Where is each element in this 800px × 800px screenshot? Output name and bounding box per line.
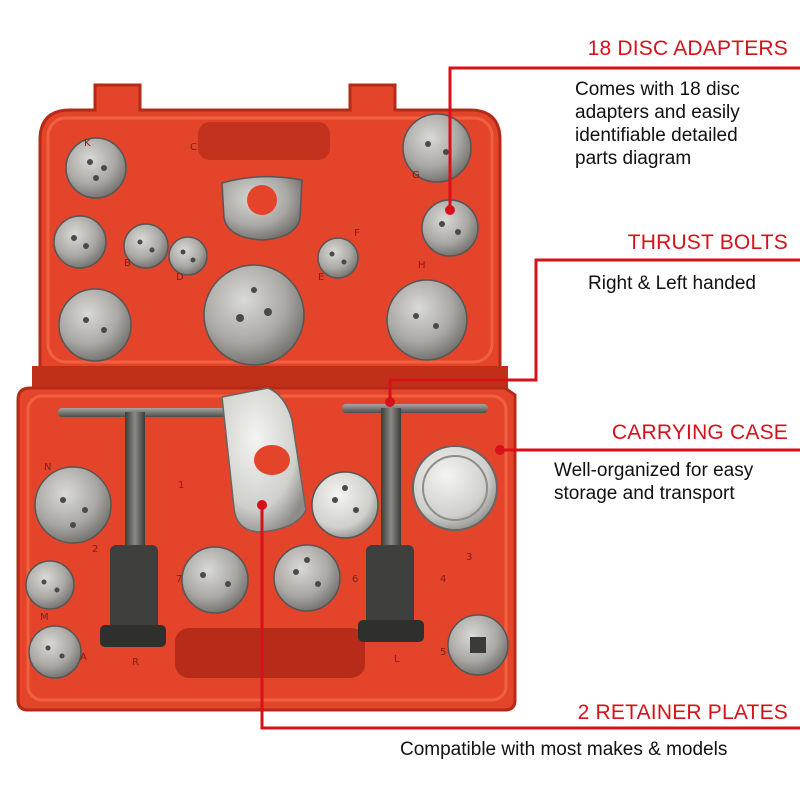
callout-heading: THRUST BOLTS (627, 231, 788, 254)
upper-mark: K (84, 138, 91, 149)
callout-dots (257, 205, 505, 510)
callout-heading: CARRYING CASE (611, 421, 788, 444)
square-drive-hole (470, 637, 486, 653)
disc-adapter (181, 546, 249, 614)
thrust-bolt-right-nut (358, 620, 424, 642)
description-line: Comes with 18 disc (575, 79, 740, 100)
upper-mark: C (190, 142, 197, 153)
disc-adapter (28, 625, 82, 679)
callout-description: Compatible with most makes & models (400, 738, 727, 761)
lower-mark: A (80, 652, 87, 663)
disc-adapter (203, 264, 305, 366)
retainer-plate-hole (254, 445, 290, 475)
case-hinge (32, 366, 508, 390)
upper-mark: G (412, 170, 420, 181)
thrust-bolt-left-nut (100, 625, 166, 647)
lid-handle-slot (198, 122, 330, 160)
disc-adapter (65, 137, 127, 199)
disc-adapters-lower (25, 387, 509, 679)
callout-heading: 18 DISC ADAPTERS (587, 37, 788, 60)
thrust-bolt-right-shaft (381, 408, 401, 548)
lower-mark: 1 (178, 480, 184, 491)
case-markings: K C B D E F G H N 1 2 M A R L 3 4 5 6 7 (40, 138, 472, 668)
disc-adapters-upper (53, 113, 479, 366)
description-line: parts diagram (575, 148, 692, 169)
lower-mark: 3 (466, 552, 472, 563)
upper-mark: D (176, 272, 184, 283)
description-line: Well-organized for easy (554, 460, 754, 481)
callout-heading: 2 RETAINER PLATES (577, 701, 788, 724)
lower-mark: R (132, 657, 139, 668)
callout-leaders (260, 66, 800, 730)
upper-mark: E (318, 272, 324, 283)
thrust-bolt-left-body (110, 545, 158, 635)
leader-thrust-bolts (388, 258, 800, 400)
thrust-bolt-right-body (366, 545, 414, 630)
description-line: Right & Left handed (588, 273, 756, 294)
disc-adapter (317, 237, 359, 279)
lower-mark: 6 (352, 574, 358, 585)
leader-dot (385, 397, 395, 407)
lower-mark: L (394, 654, 400, 665)
description-line: adapters and easily (575, 102, 740, 123)
callout-description: Well-organized for easy storage and tran… (554, 459, 753, 505)
disc-adapter (402, 113, 472, 183)
callout-description: Comes with 18 disc adapters and easily i… (575, 78, 740, 170)
thrust-bolt-right-handle (342, 404, 488, 413)
upper-mark: F (354, 228, 360, 239)
retainer-plate-hole (247, 185, 277, 215)
lower-mark: 7 (176, 574, 182, 585)
description-line: identifiable detailed (575, 125, 738, 146)
disc-adapter (412, 445, 498, 531)
base-handle-slot (175, 628, 365, 678)
disc-adapter (53, 215, 107, 269)
disc-details-lower (41, 485, 359, 659)
leader-dot (445, 205, 455, 215)
lower-mark: N (44, 462, 51, 473)
lower-mark: M (40, 612, 49, 623)
description-line: Compatible with most makes & models (400, 739, 728, 760)
disc-adapter (25, 560, 75, 610)
disc-adapter (123, 223, 169, 269)
leader-retainer-plates (260, 505, 800, 730)
thrust-bolt-left-shaft (125, 412, 145, 547)
leader-dot (495, 445, 505, 455)
disc-adapter (273, 544, 341, 612)
disc-adapter (34, 466, 112, 544)
disc-adapter (58, 288, 132, 362)
lower-mark: 5 (440, 647, 446, 658)
upper-mark: B (124, 258, 131, 269)
description-line: storage and transport (554, 483, 735, 504)
thrust-bolts (58, 404, 488, 647)
leader-disc-adapters (448, 66, 800, 210)
disc-adapter (386, 279, 468, 361)
leader-dot (257, 500, 267, 510)
callout-description: Right & Left handed (588, 272, 756, 295)
lower-mark: 2 (92, 544, 98, 555)
lower-mark: 4 (440, 574, 446, 585)
disc-details-upper (71, 141, 461, 333)
disc-adapter (422, 455, 488, 521)
disc-adapter (168, 236, 208, 276)
upper-mark: H (418, 260, 426, 271)
thrust-bolt-left-handle (58, 408, 233, 417)
disc-adapter (311, 471, 379, 539)
